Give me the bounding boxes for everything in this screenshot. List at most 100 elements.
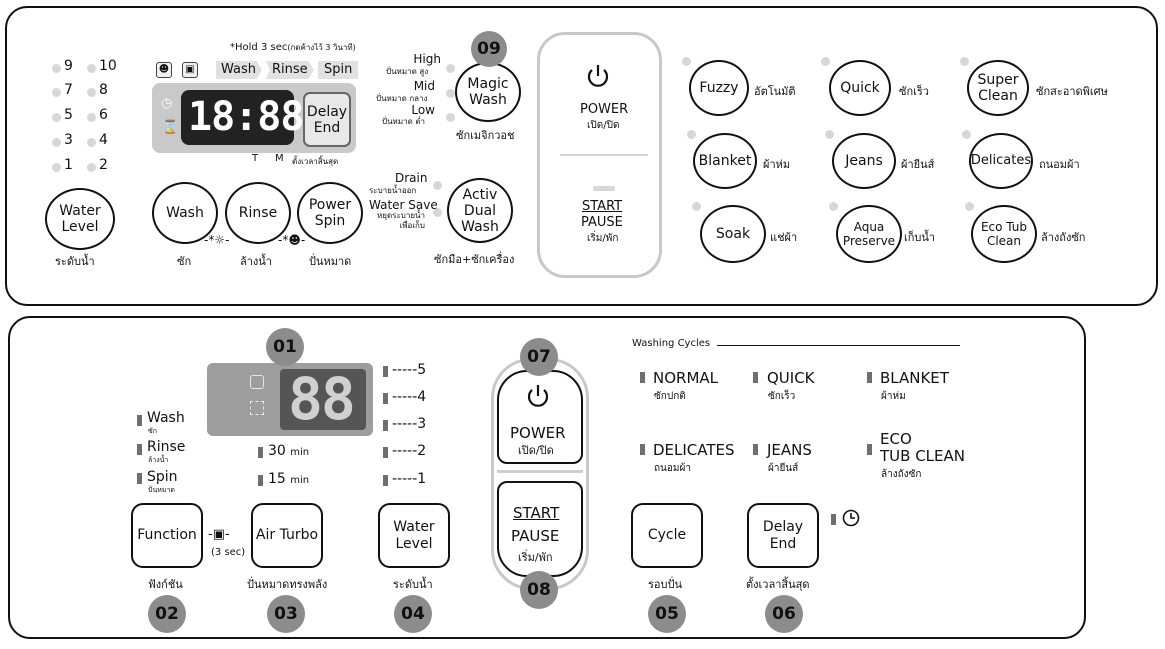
washing-cycles-title: Washing Cycles bbox=[632, 338, 711, 349]
water-level-led-1 bbox=[383, 475, 388, 486]
water-level-thai: ระดับน้ำ bbox=[393, 578, 433, 591]
fuzzy-button[interactable]: Fuzzy bbox=[689, 60, 749, 116]
drain-thai: ระบายน้ำออก bbox=[369, 186, 417, 195]
level-led bbox=[52, 64, 61, 73]
magic-mid-thai: ปั่นหมาด กลาง bbox=[376, 94, 428, 103]
level-label: 7 bbox=[64, 82, 73, 98]
level-label: 10 bbox=[99, 58, 117, 74]
level-label: 1 bbox=[64, 157, 73, 173]
level-led bbox=[87, 113, 96, 122]
hourglass-icon: ⌛ bbox=[162, 120, 179, 135]
water-level-led-5 bbox=[383, 366, 388, 377]
water-level-button[interactable]: Water Level bbox=[378, 503, 450, 568]
water-level-1: -----1 bbox=[392, 471, 427, 487]
delay-end-thai: ตั้งเวลาสิ้นสุด bbox=[746, 578, 810, 591]
delicates-led bbox=[640, 444, 645, 455]
delicates-led bbox=[962, 130, 971, 139]
bottom-pause-label: PAUSE bbox=[511, 527, 560, 545]
delicates-button[interactable]: Delicates bbox=[969, 133, 1033, 189]
water-level-button[interactable]: Water Level bbox=[45, 188, 115, 250]
top-power-thai: เปิด/ปิด bbox=[587, 120, 620, 131]
super-clean-thai: ซักสะอาดพิเศษ bbox=[1036, 85, 1108, 98]
delay-end-button[interactable]: Delay End bbox=[303, 92, 351, 147]
bottom-segment-window bbox=[280, 369, 366, 430]
water-level-3: -----3 bbox=[392, 416, 427, 432]
turbo-30-value: 30 bbox=[268, 443, 286, 459]
super-clean-button[interactable]: Super Clean bbox=[967, 60, 1029, 116]
cycle-delicates-thai: ถนอมผ้า bbox=[654, 463, 691, 474]
wash-thai: ซัก bbox=[177, 255, 192, 268]
function-thai: ฟังก์ชัน bbox=[148, 578, 183, 591]
water-level-led-3 bbox=[383, 420, 388, 431]
jeans-button[interactable]: Jeans bbox=[832, 133, 896, 189]
door-lock-icon bbox=[250, 401, 264, 415]
bottom-power-thai: เปิด/ปิด bbox=[518, 444, 554, 457]
segment-display bbox=[181, 90, 294, 145]
child-lock-combo-icon: -▣- bbox=[208, 527, 230, 542]
activ-dual-wash-button[interactable]: Activ Dual Wash bbox=[447, 178, 513, 243]
level-label: 2 bbox=[99, 157, 108, 173]
soak-led bbox=[692, 202, 701, 211]
normal-led bbox=[640, 372, 645, 383]
level-value: 4 bbox=[417, 389, 427, 405]
water-level-thai: ระดับน้ำ bbox=[55, 255, 95, 268]
aqua-preserve-button[interactable]: Aqua Preserve bbox=[836, 205, 902, 263]
bottom-display-digits: 88 bbox=[288, 365, 356, 433]
turbo-30-label: 30 min bbox=[268, 443, 309, 459]
power-start-pill bbox=[537, 32, 662, 278]
badge-03: 03 bbox=[267, 595, 305, 633]
magic-high-thai: ปั่นหมาด สูง bbox=[386, 67, 429, 76]
function-button[interactable]: Function bbox=[131, 503, 203, 568]
level-label: 4 bbox=[99, 132, 108, 148]
step-rinse: Rinse bbox=[266, 61, 314, 79]
turbo-15-led bbox=[258, 475, 263, 486]
clock-icon bbox=[842, 509, 860, 527]
spin-thai: ปั่นหมาด bbox=[309, 255, 352, 268]
top-power-label[interactable]: POWER bbox=[580, 102, 629, 117]
magic-mid-label: Mid bbox=[413, 79, 435, 93]
eco-tub-led bbox=[965, 202, 974, 211]
rinse-thai: ล้างน้ำ bbox=[240, 255, 272, 268]
delay-led bbox=[831, 514, 836, 525]
wash-button[interactable]: Wash bbox=[152, 182, 218, 244]
blanket-button[interactable]: Blanket bbox=[693, 133, 757, 189]
magic-mid-led bbox=[446, 89, 455, 98]
cycle-button[interactable]: Cycle bbox=[631, 503, 703, 568]
badge-05: 05 bbox=[648, 595, 686, 633]
aqua-preserve-led bbox=[829, 202, 838, 211]
magic-high-label: High bbox=[413, 52, 441, 66]
clock-icon: ◷ bbox=[161, 96, 173, 111]
bottom-power-label: POWER bbox=[510, 424, 566, 442]
soak-button[interactable]: Soak bbox=[700, 205, 766, 263]
level-label: 5 bbox=[64, 107, 73, 123]
cycle-quick-thai: ซักเร็ว bbox=[768, 391, 796, 402]
top-start-label[interactable]: START bbox=[582, 199, 623, 214]
air-turbo-button[interactable]: Air Turbo bbox=[251, 503, 323, 568]
delay-end-button[interactable]: Delay End bbox=[747, 503, 819, 568]
eco-tub-clean-button[interactable]: Eco Tub Clean bbox=[971, 205, 1037, 263]
func-wash-thai: ซัก bbox=[148, 427, 157, 435]
wash-rinse-lock-icon: -*☼- bbox=[204, 233, 230, 247]
level-led bbox=[87, 163, 96, 172]
top-pause-label[interactable]: PAUSE bbox=[581, 215, 623, 230]
rinse-button[interactable]: Rinse bbox=[225, 182, 291, 244]
water-save-led bbox=[433, 208, 442, 217]
power-icon bbox=[584, 62, 612, 90]
soak-thai: แช่ผ้า bbox=[770, 231, 798, 244]
power-icon bbox=[524, 382, 552, 410]
level-value: 2 bbox=[417, 443, 427, 459]
power-spin-button[interactable]: Power Spin bbox=[297, 182, 363, 244]
pill-divider bbox=[560, 154, 648, 156]
quick-button[interactable]: Quick bbox=[829, 60, 891, 116]
func-spin-thai: ปั่นหมาด bbox=[148, 486, 175, 494]
min-unit: min bbox=[290, 475, 310, 486]
child-lock-icon: ☻ bbox=[156, 62, 172, 78]
magic-wash-button[interactable]: Magic Wash bbox=[455, 62, 521, 122]
fuzzy-led bbox=[682, 57, 691, 66]
cycle-normal-thai: ซักปกติ bbox=[654, 391, 686, 402]
level-led bbox=[87, 88, 96, 97]
level-label: 9 bbox=[64, 58, 73, 74]
water-save-label: Water Save bbox=[369, 198, 438, 212]
cycle-delicates-label: DELICATES bbox=[653, 441, 735, 459]
level-led bbox=[52, 113, 61, 122]
